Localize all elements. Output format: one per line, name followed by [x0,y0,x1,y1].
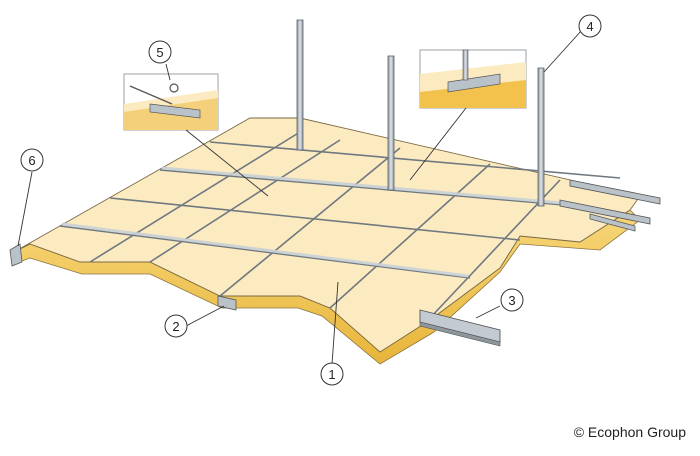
svg-text:6: 6 [28,153,35,168]
detail-inset-hanger [419,49,527,109]
callout-5: 5 [148,40,172,64]
callout-4: 4 [578,14,602,38]
leader-lines [17,29,583,365]
svg-text:1: 1 [328,367,335,382]
svg-text:5: 5 [156,45,163,60]
svg-text:3: 3 [508,293,515,308]
ceiling-panels [13,117,641,365]
callout-3: 3 [500,288,524,312]
detail-inset-clip [123,73,219,131]
main-carrier-profile [419,309,501,347]
svg-text:4: 4 [586,19,593,34]
grid-runners [59,131,621,319]
copyright-notice: © Ecophon Group [573,424,686,440]
wall-angle [9,243,23,267]
callout-6: 6 [20,148,44,172]
callout-1: 1 [320,362,344,386]
right-edge-profiles [559,179,661,232]
callout-2: 2 [164,314,188,338]
svg-text:2: 2 [172,319,179,334]
main-runner-highlights [61,166,574,278]
hanger-rods [296,19,545,207]
